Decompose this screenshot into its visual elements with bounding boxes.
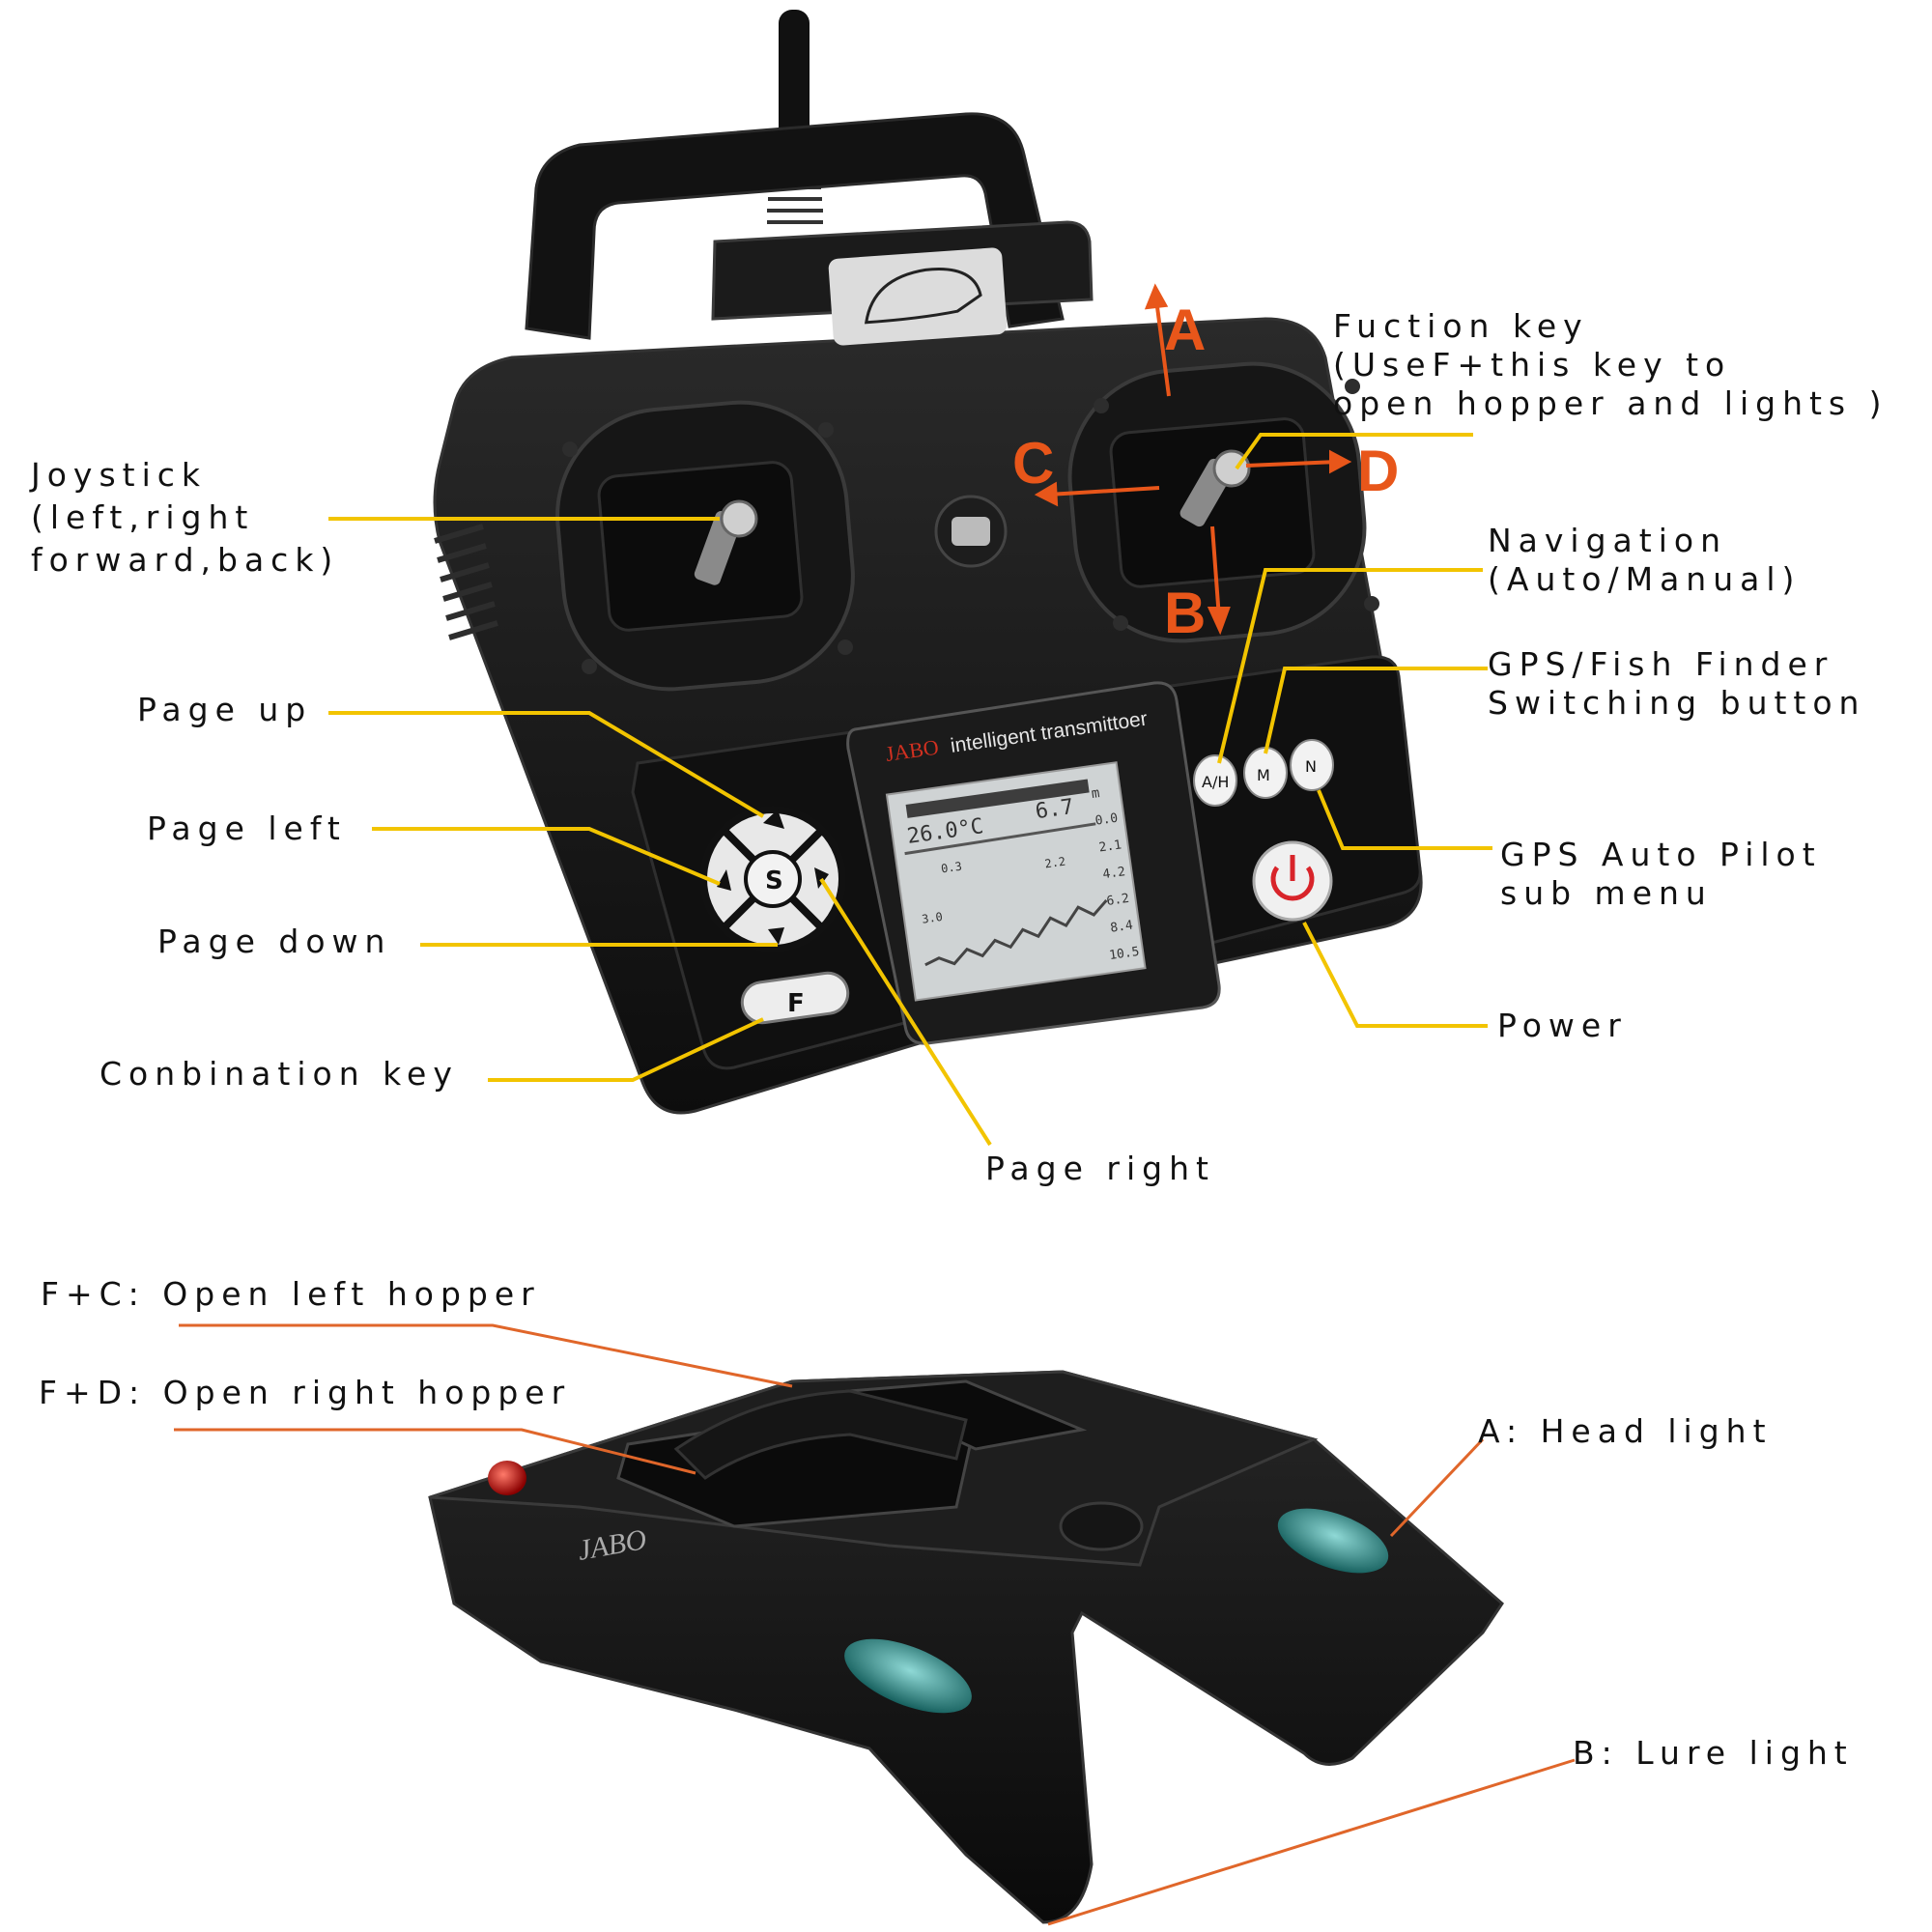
lure-light [844,1638,972,1714]
label-function-key: Fuction key (UseF+this key to open hoppe… [1333,307,1889,422]
side-grip [434,524,498,640]
svg-text:4.2: 4.2 [1102,865,1126,882]
page-up-button[interactable] [763,810,784,829]
label-head-light: A: Head light [1478,1412,1773,1450]
red-beacon [488,1461,526,1495]
svg-text:S: S [765,867,783,895]
lcd-depth-unit: m [1091,785,1101,802]
label-right-hopper: F+D: Open right hopper [39,1374,572,1411]
label-left-hopper: F+C: Open left hopper [41,1275,541,1313]
svg-text:8.4: 8.4 [1109,919,1134,936]
svg-text:F: F [787,989,805,1018]
left-gimbal [555,400,855,692]
callout-head-light [1389,1437,1485,1538]
m-switch-button[interactable]: M [1243,747,1288,799]
callout-autopilot [1317,789,1492,850]
transmitter: A B C D S F JABO intel [433,10,1423,1115]
page-down-button[interactable] [768,927,784,945]
callout-function-key [1235,433,1473,470]
label-power: Power [1497,1007,1628,1044]
callout-left-hopper [179,1323,793,1388]
label-combination-key: Conbination key [99,1055,459,1093]
lcd-unit: JABO intelligent transmittoer 26.0°C 6.7… [846,681,1221,1045]
svg-text:0.0: 0.0 [1094,811,1119,829]
callout-lure-light [1047,1758,1576,1926]
navigation-pad: S [699,806,846,952]
callout-power [1302,922,1488,1028]
ah-navigation-button[interactable]: A/H [1193,754,1237,807]
label-gps-switch: GPS/Fish Finder Switching button [1488,645,1866,722]
boat-callouts [174,1323,1576,1926]
center-toggle-switch[interactable] [934,495,1008,568]
callout-combination-key [488,1017,764,1082]
power-icon [1270,855,1315,901]
power-button[interactable] [1252,840,1333,922]
label-page-down: Page down [157,923,392,960]
direction-letter-b: B [1164,581,1206,645]
label-page-right: Page right [985,1150,1215,1187]
direction-arrows [1034,283,1352,636]
lcd-screen: 26.0°C 6.7 m 0.3 2.2 3.0 0.0 2.1 4.2 6.2… [885,761,1147,1002]
n-autopilot-button[interactable]: N [1290,739,1334,791]
direction-letter-a: A [1164,298,1206,362]
svg-text:10.5: 10.5 [1108,945,1140,963]
direction-letter-c: C [1012,431,1054,496]
svg-text:2.1: 2.1 [1098,838,1122,855]
label-navigation: Navigation (Auto/Manual) [1488,522,1802,598]
boat-handle [673,1389,968,1480]
transmitter-callouts [328,433,1492,1147]
lcd-depth: 6.7 [1034,795,1075,824]
label-page-left: Page left [147,810,347,847]
label-lure-light: B: Lure light [1573,1734,1854,1772]
lcd-fish-depth-3: 3.0 [921,910,943,926]
svg-text:A/H: A/H [1202,773,1229,791]
callout-page-right [819,877,992,1147]
svg-text:6.2: 6.2 [1106,892,1130,909]
right-gimbal [1067,361,1379,643]
callout-right-hopper [174,1428,696,1475]
lcd-fish-depth-2: 2.2 [1044,855,1066,871]
direction-letter-d: D [1357,439,1399,503]
bait-boat: JABO [428,1370,1504,1924]
page-right-button[interactable] [814,867,829,889]
callout-page-left [372,827,721,886]
callout-navigation [1217,568,1483,764]
s-button[interactable]: S [744,850,802,908]
callout-page-up [328,711,765,818]
lcd-bottom-trace [924,899,1108,967]
lcd-depth-scale: 0.0 2.1 4.2 6.2 8.4 10.5 [1094,811,1141,963]
svg-text:N: N [1305,757,1317,776]
label-autopilot: GPS Auto Pilot sub menu [1500,836,1822,912]
label-page-up: Page up [137,691,313,728]
svg-text:M: M [1257,766,1270,784]
boat-cap [1059,1501,1144,1551]
f-combination-button[interactable]: F [740,971,851,1026]
page-left-button[interactable] [717,869,731,891]
head-light [1277,1508,1389,1574]
lcd-fish-depth-1: 0.3 [940,860,962,876]
label-joystick: Joystick (left,right forward,back) [31,456,340,579]
callout-gps-switch [1264,667,1488,754]
